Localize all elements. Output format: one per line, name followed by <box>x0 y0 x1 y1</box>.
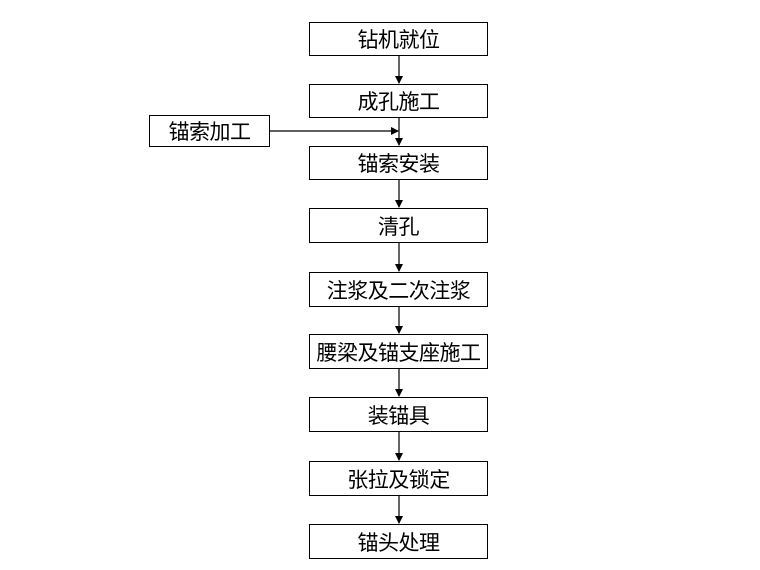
step-grouting: 注浆及二次注浆 <box>309 272 488 307</box>
step-anchor-installation: 锚索安装 <box>309 146 488 180</box>
step-tensioning-locking: 张拉及锁定 <box>309 461 488 496</box>
step-anchor-head-treatment: 锚头处理 <box>309 524 488 559</box>
side-input-anchor-fabrication: 锚索加工 <box>149 115 270 147</box>
step-waler-construction: 腰梁及锚支座施工 <box>309 334 488 369</box>
step-drill-positioning: 钻机就位 <box>309 22 488 56</box>
step-anchorage-install: 装锚具 <box>309 397 488 432</box>
step-hole-forming: 成孔施工 <box>309 84 488 118</box>
step-hole-cleaning: 清孔 <box>309 208 488 243</box>
